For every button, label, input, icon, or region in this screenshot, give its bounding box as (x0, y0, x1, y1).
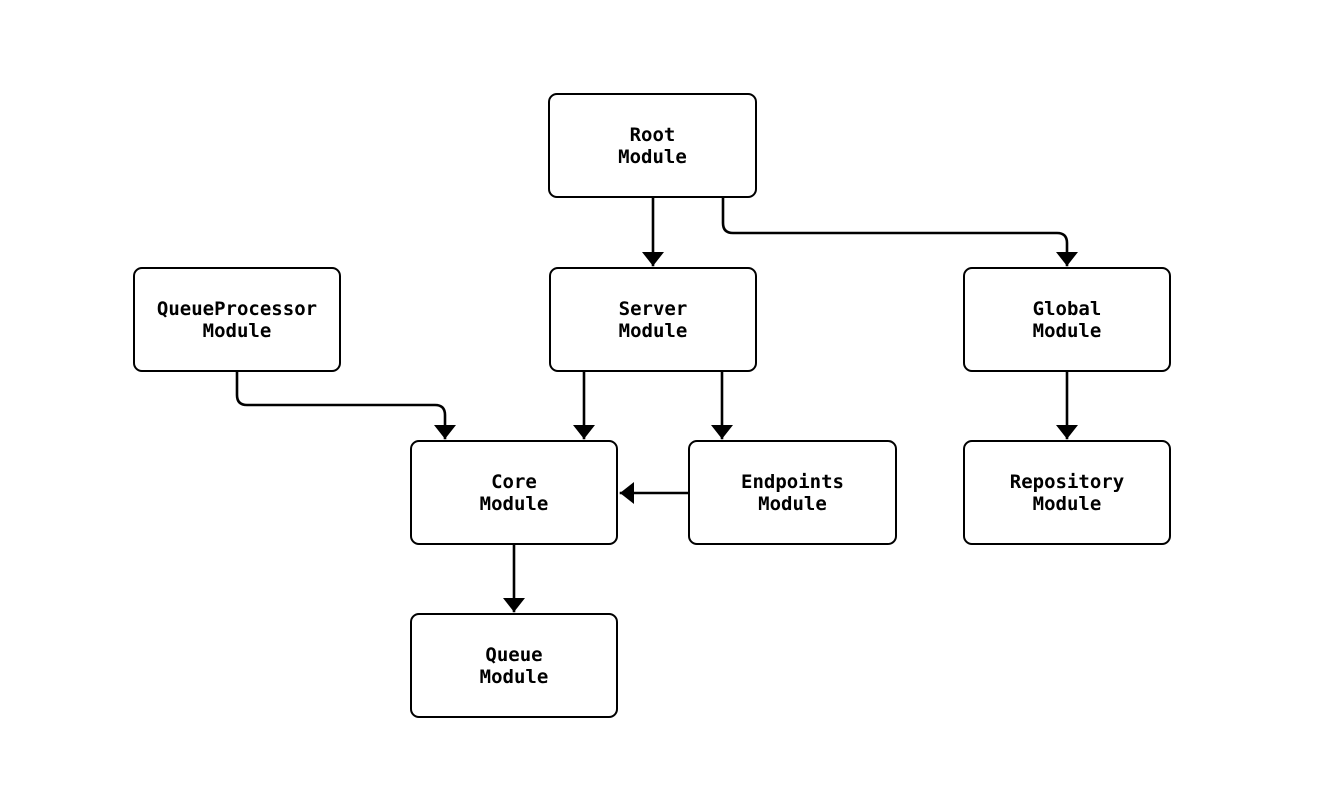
node-queueprocessor-label-line1: QueueProcessor (156, 297, 318, 320)
node-queue-label-line1: Queue (485, 643, 543, 666)
node-root-label-line1: Root (629, 123, 676, 146)
node-queueprocessor-label-line2: Module (202, 319, 272, 342)
node-core-label-line1: Core (491, 470, 537, 493)
node-repository-label-line1: Repository (1009, 470, 1125, 493)
node-queue-label-line2: Module (479, 665, 549, 688)
node-global-label-line2: Module (1032, 319, 1102, 342)
node-endpoints-label-line1: Endpoints (741, 470, 844, 493)
node-root-label-line2: Module (618, 145, 687, 168)
node-server-label-line1: Server (618, 297, 688, 320)
node-server-label-line2: Module (618, 319, 688, 342)
node-repository-label-line2: Module (1032, 492, 1102, 515)
node-core-label-line2: Module (479, 492, 549, 515)
edge-queueprocessor-to-core (235, 370, 456, 440)
node-endpoints-label-line2: Module (758, 492, 827, 515)
node-global-label-line1: Global (1032, 297, 1102, 320)
edge-root-to-global (721, 196, 1078, 267)
